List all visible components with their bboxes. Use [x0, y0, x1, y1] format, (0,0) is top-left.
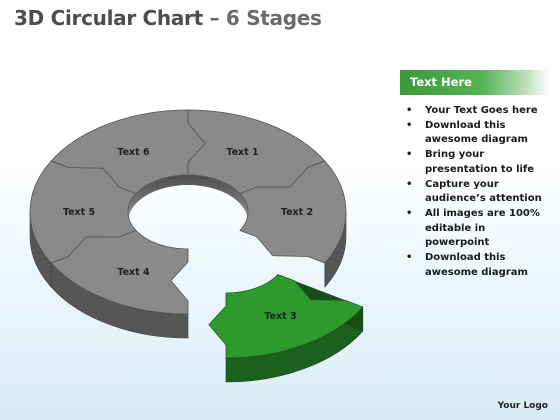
page-title: 3D Circular Chart – 6 Stages — [14, 6, 322, 30]
list-item: •Download this awesome diagram — [406, 252, 528, 278]
stage-label-6: Text 6 — [117, 147, 150, 158]
logo-text: Your Logo — [497, 401, 548, 411]
bullet-list: •Your Text Goes here •Download this awes… — [400, 104, 550, 280]
stage-label-4: Text 4 — [117, 267, 150, 278]
bullet-icon: • — [406, 252, 413, 264]
bullet-icon: • — [406, 105, 413, 116]
bullet-icon: • — [406, 119, 413, 131]
title-sub: – 6 Stages — [202, 6, 322, 30]
stage-label-5: Text 5 — [63, 207, 95, 218]
list-item: •Capture your audience’s attention — [406, 178, 542, 205]
stage-label-1: Text 1 — [226, 147, 258, 158]
ring-tops — [29, 109, 364, 359]
list-item: •All images are 100% editable in powerpo… — [406, 207, 540, 249]
stage-segment-2 — [239, 160, 347, 264]
bullet-icon: • — [406, 178, 413, 190]
list-item: •Download this awesome diagram — [406, 119, 528, 146]
stage-label-2: Text 2 — [281, 207, 313, 218]
stage-segment-6 — [50, 109, 206, 194]
title-main: 3D Circular Chart — [14, 6, 203, 30]
list-item: •Bring your presentation to life — [406, 149, 535, 175]
text-panel: Text Here •Your Text Goes here •Download… — [400, 70, 550, 280]
bullet-icon: • — [406, 207, 413, 219]
stage-label-3: Text 3 — [264, 311, 296, 322]
list-item: •Your Text Goes here — [406, 104, 550, 119]
panel-header: Text Here — [400, 70, 550, 95]
bullet-icon: • — [406, 149, 413, 161]
stage-segment-3 — [208, 274, 364, 359]
ring-labels: Text 1 Text 2 Text 4 Text 5 Text 6 Text 3 — [63, 147, 313, 322]
